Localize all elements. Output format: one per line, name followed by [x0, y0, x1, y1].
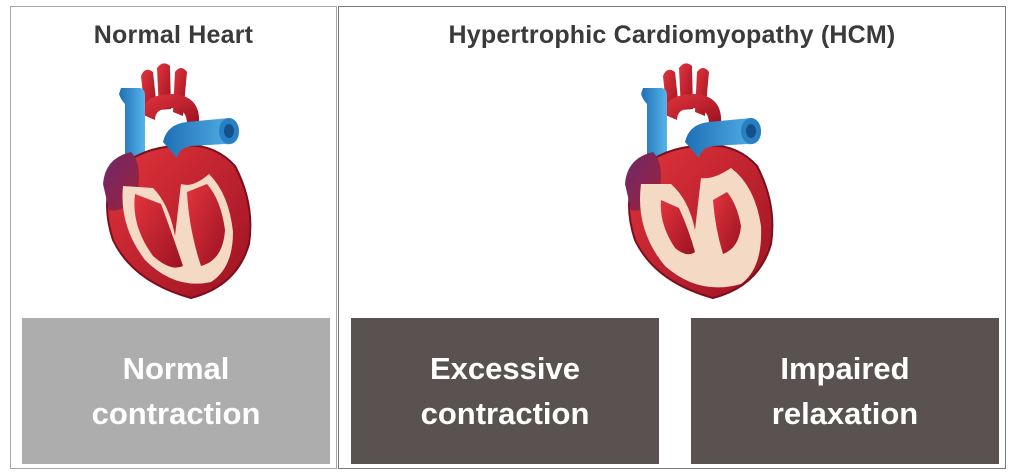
- excessive-contraction-line1: Excessive: [421, 346, 590, 391]
- normal-contraction-line1: Normal: [92, 346, 261, 391]
- hcm-title: Hypertrophic Cardiomyopathy (HCM): [339, 21, 1005, 50]
- excessive-contraction-line2: contraction: [421, 391, 590, 436]
- impaired-relaxation-line1: Impaired: [772, 346, 918, 391]
- hcm-panel: Hypertrophic Cardiomyopathy (HCM) Excess…: [338, 6, 1006, 469]
- impaired-relaxation-box: Impaired relaxation: [691, 318, 999, 464]
- impaired-relaxation-line2: relaxation: [772, 391, 918, 436]
- excessive-contraction-box: Excessive contraction: [351, 318, 659, 464]
- normal-contraction-box: Normal contraction: [22, 318, 330, 464]
- normal-contraction-line2: contraction: [92, 391, 261, 436]
- normal-heart-panel: Normal Heart Normal contraction: [10, 6, 337, 469]
- normal-heart-title: Normal Heart: [11, 21, 336, 50]
- hcm-heart-illustration: [605, 54, 780, 302]
- normal-heart-illustration: [83, 54, 258, 302]
